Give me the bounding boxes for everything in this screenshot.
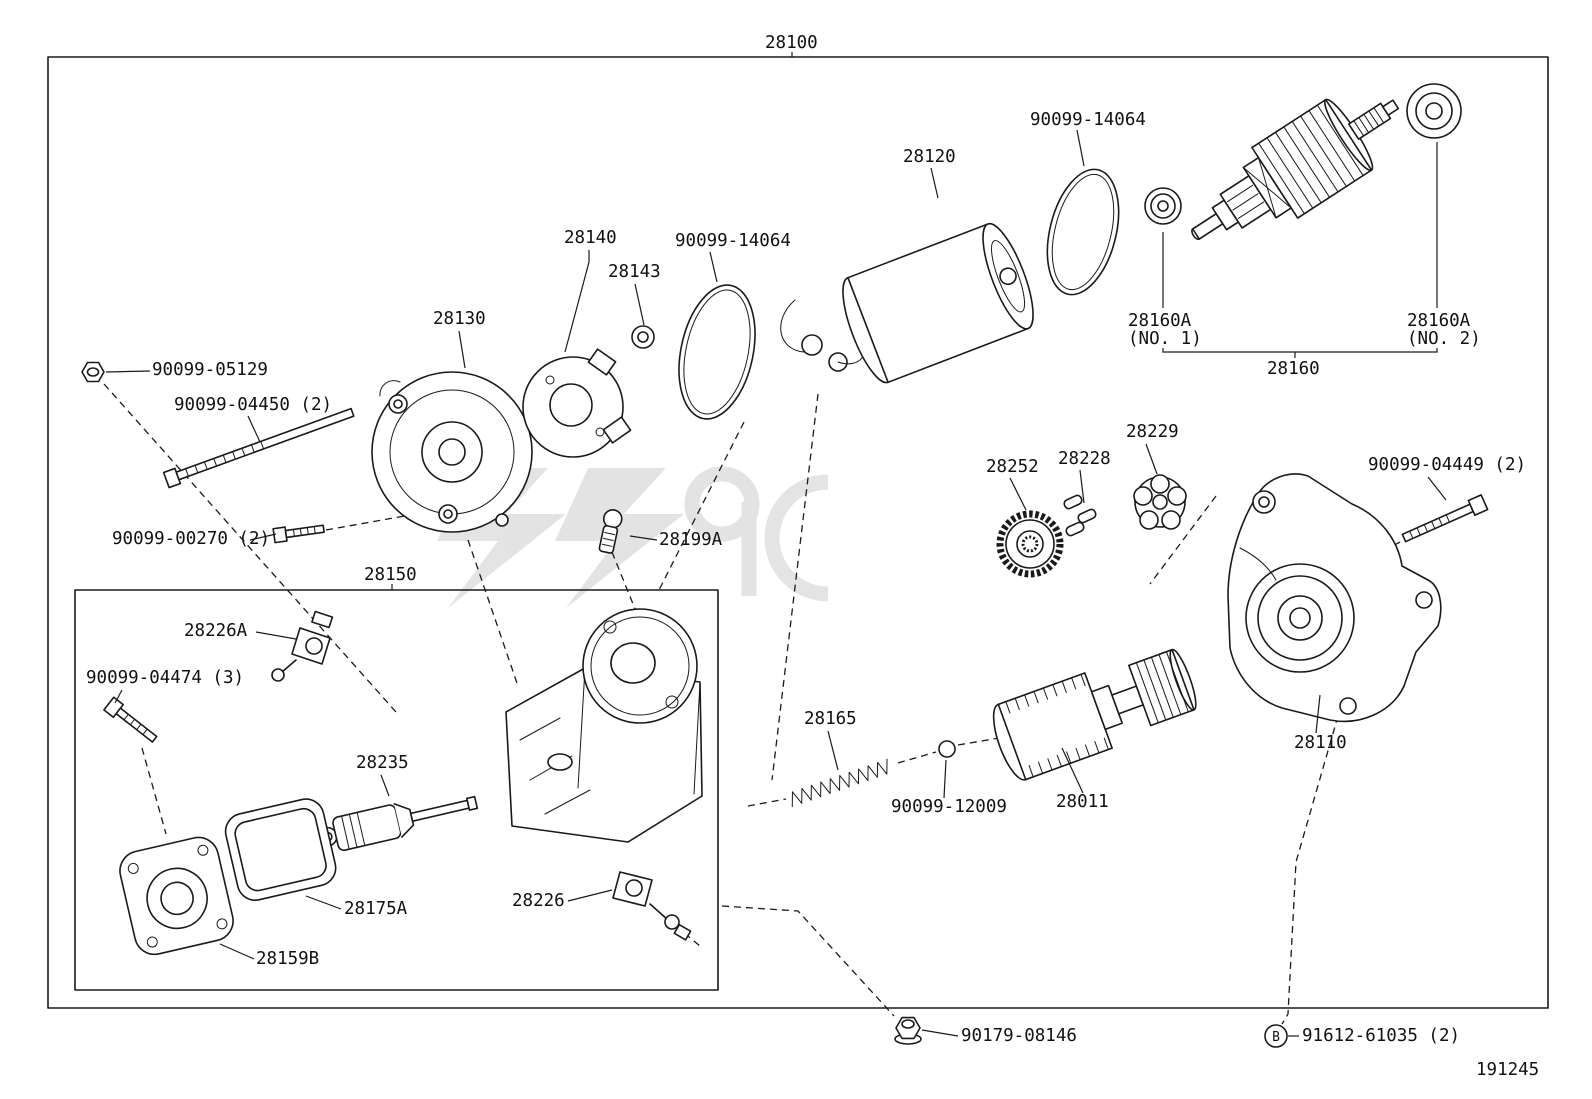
- label-28252: 28252: [986, 457, 1039, 477]
- part-o-ring-90099-14064-mid: [678, 284, 756, 420]
- part-gear-28252: [996, 510, 1064, 578]
- part-rollers-28228: [1063, 494, 1097, 537]
- label-28199a: 28199A: [659, 530, 723, 550]
- label-90099-14064-mid: 90099-14064: [675, 231, 791, 251]
- label-90099-04474: 90099-04474 (3): [86, 668, 244, 688]
- label-28110: 28110: [1294, 733, 1347, 753]
- label-28120: 28120: [903, 147, 956, 167]
- label-90099-00270: 90099-00270 (2): [112, 529, 270, 549]
- part-terminal-28226: [612, 871, 692, 941]
- label-28235: 28235: [356, 753, 409, 773]
- label-28160a-2: 28160A: [1407, 311, 1471, 331]
- label-90099-05129: 90099-05129: [152, 360, 268, 380]
- part-bolt-90099-04449: [1401, 494, 1489, 543]
- label-91612-61035: 91612-61035 (2): [1302, 1026, 1460, 1046]
- label-28143: 28143: [608, 262, 661, 282]
- label-28160a-1: 28160A: [1128, 311, 1192, 331]
- label-28160a-2-no: (NO. 2): [1407, 329, 1481, 349]
- part-bolt-90099-04450: [162, 407, 355, 489]
- label-28100: 28100: [765, 33, 818, 53]
- diagram-border: [47, 52, 1549, 1009]
- label-90099-14064-top: 90099-14064: [1030, 110, 1146, 130]
- part-clutch-28011: [992, 648, 1197, 781]
- part-cover-28159b: [119, 836, 234, 956]
- label-28011: 28011: [1056, 792, 1109, 812]
- label-28165: 28165: [804, 709, 857, 729]
- label-28130: 28130: [433, 309, 486, 329]
- label-28159b: 28159B: [256, 949, 319, 969]
- part-labels: 28100 90099-14064 28120 28140 28143 9009…: [86, 33, 1539, 1080]
- sub-assembly-box-28150: [74, 589, 719, 991]
- label-28226: 28226: [512, 891, 565, 911]
- part-gasket-28175a: [224, 798, 337, 901]
- part-field-frame-28120: [780, 222, 1034, 384]
- part-nut-90099-05129: [81, 361, 105, 383]
- part-armature-28160: [1191, 98, 1400, 241]
- label-90179-08146: 90179-08146: [961, 1026, 1077, 1046]
- label-28160: 28160: [1267, 359, 1320, 379]
- part-nut-90179-08146: [894, 1016, 922, 1045]
- part-brush-holder-28140: [522, 348, 632, 458]
- label-28226a: 28226A: [184, 621, 248, 641]
- part-drive-housing-28110: [1227, 473, 1442, 723]
- part-bearing-28160a-no2: [1406, 83, 1462, 139]
- doc-number: 191245: [1476, 1060, 1539, 1080]
- part-bolt-90099-04474: [103, 696, 158, 743]
- callout-b-letter: B: [1272, 1030, 1280, 1045]
- part-end-cover-28130: [371, 371, 533, 533]
- part-ball-90099-12009: [938, 740, 956, 758]
- part-ring-28143: [631, 325, 655, 349]
- part-spring-28165: [791, 758, 888, 808]
- leader-lines: [105, 129, 1447, 1037]
- dashed-alignment-lines: [103, 383, 1401, 1025]
- part-o-ring-90099-14064-top: [1046, 168, 1120, 296]
- label-28150: 28150: [364, 565, 417, 585]
- label-90099-04450: 90099-04450 (2): [174, 395, 332, 415]
- part-bearing-28160a-no1: [1144, 187, 1182, 225]
- part-stud-28199a: [598, 509, 623, 554]
- part-plunger-28235: [318, 795, 479, 852]
- label-90099-04449: 90099-04449 (2): [1368, 455, 1526, 475]
- label-28140: 28140: [564, 228, 617, 248]
- label-28160a-1-no: (NO. 1): [1128, 329, 1202, 349]
- part-switch-housing-body: [505, 608, 703, 843]
- part-bolt-90099-00270: [272, 524, 325, 544]
- label-28229: 28229: [1126, 422, 1179, 442]
- label-28228: 28228: [1058, 449, 1111, 469]
- part-terminal-28226a: [271, 610, 334, 682]
- part-retainer-28229: [1133, 474, 1187, 530]
- label-28175a: 28175A: [344, 899, 408, 919]
- label-90099-12009: 90099-12009: [891, 797, 1007, 817]
- callout-b-circle: [1264, 1024, 1288, 1048]
